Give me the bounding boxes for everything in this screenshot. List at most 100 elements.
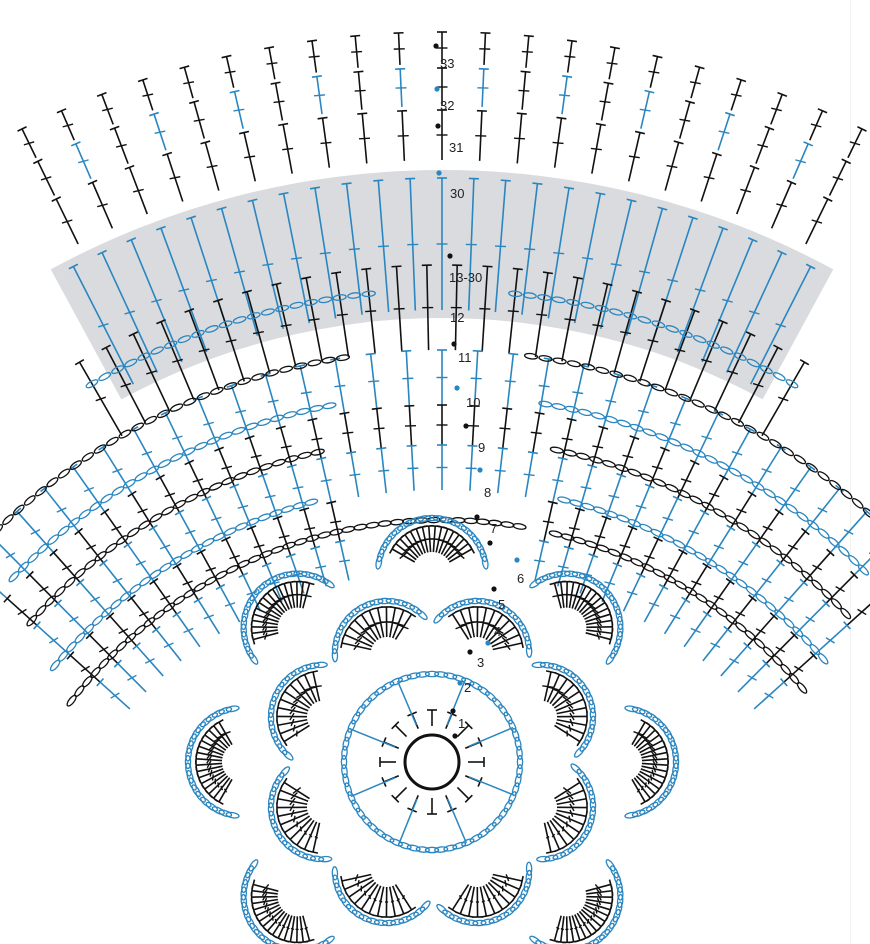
dc-symbol [356,611,379,641]
dc-symbol [246,525,268,566]
dc-symbol [713,331,756,412]
round-label-10: 10 [466,395,480,410]
round-label-5: 5 [498,597,505,612]
chain-symbol [340,670,524,854]
dc-symbol [717,111,735,151]
dc-symbol [703,474,729,513]
dc-symbol [585,632,613,645]
dc-symbol [805,196,833,245]
dc-symbol [592,515,612,556]
dc-symbol [579,463,598,510]
dc-symbol [316,456,333,503]
dc-symbol [292,675,315,705]
dc-symbol [750,263,816,385]
dc-symbol [421,264,434,351]
spoke [396,680,418,726]
dc-symbol [214,446,236,487]
round-label-12: 12 [450,310,464,325]
dc-symbol [33,621,71,657]
dc-symbol [559,75,573,115]
dc-symbol [557,711,588,722]
dc-symbol [3,594,38,626]
chain-symbol [26,448,325,627]
dc-symbol [436,31,448,64]
dc-symbol [40,484,80,533]
dc-symbol [571,915,585,943]
round-label-6: 6 [517,571,524,586]
dc-symbol [487,616,514,643]
round-label-4: 4 [494,624,501,639]
dc-symbol [276,711,307,722]
dc-symbol [264,46,278,80]
dc-symbol [499,407,513,449]
dc-symbol [543,822,557,854]
dc-symbol [201,495,227,540]
dc-symbol [436,177,448,310]
dc-symbol [455,885,473,917]
dc-symbol [556,702,588,715]
dc-symbol [364,885,382,917]
dc-symbol [361,267,377,354]
dc-symbol [281,815,311,838]
dc-symbol [215,583,241,623]
dc-symbol [280,724,310,747]
dc-symbol [482,607,500,639]
round-labels: 1 2 3 4 5 6 7 8 9 10 11 12 13-30 30 31 3… [440,56,524,731]
dc-symbol [555,812,587,830]
dc-symbol [770,179,797,229]
dc-symbol [450,264,463,351]
dc-symbol [549,675,572,705]
dc-symbol [391,265,405,352]
dc-symbol [160,409,190,463]
chain-symbol [624,705,680,819]
dc-symbol [278,122,294,174]
dc-symbol [212,298,245,382]
dc-symbol [479,265,493,352]
dc-symbol [753,677,788,710]
dc-symbol [155,474,181,513]
dc-symbol [825,570,859,604]
dc-symbol [70,141,92,180]
dc-symbol [554,777,584,800]
start-marker-dot [436,170,442,176]
dc-symbol [311,75,325,115]
sc-symbol [391,721,408,738]
dc-symbol [127,490,154,529]
petal [331,597,428,663]
dc-symbol [331,271,350,357]
round-label-8: 8 [484,485,491,500]
dc-symbol [755,125,775,164]
chain-symbol [331,866,431,927]
dc-symbol [542,500,558,542]
start-marker-dot [474,514,480,520]
dc-symbol [639,298,672,382]
start-marker-dot [435,123,441,129]
dc-symbol [339,411,354,453]
dc-symbol [783,651,818,683]
dc-symbol [307,417,323,459]
start-marker-dot [514,557,520,563]
dc-symbol [633,383,658,438]
dc-symbol [226,383,251,438]
dc-symbol [700,151,722,202]
dc-symbol [518,70,531,110]
dc-symbol [553,686,583,709]
sc-symbol [456,786,473,803]
dc-symbol [229,89,245,129]
round-label-11: 11 [458,350,472,365]
dc-symbol [0,590,8,600]
dc-symbol [492,637,524,651]
dc-symbol [479,886,492,918]
start-marker-dot [457,680,463,686]
dc-symbol [96,677,131,710]
dc-symbol [491,629,523,648]
dc-symbol [300,581,315,609]
dc-symbol [663,596,691,635]
sc-symbol [445,794,457,813]
dc-symbol [664,140,684,191]
dc-symbol [96,91,114,125]
dc-symbol [534,271,553,357]
dc-symbol [477,67,489,107]
dc-symbol [280,777,310,800]
dc-symbol [388,886,401,918]
